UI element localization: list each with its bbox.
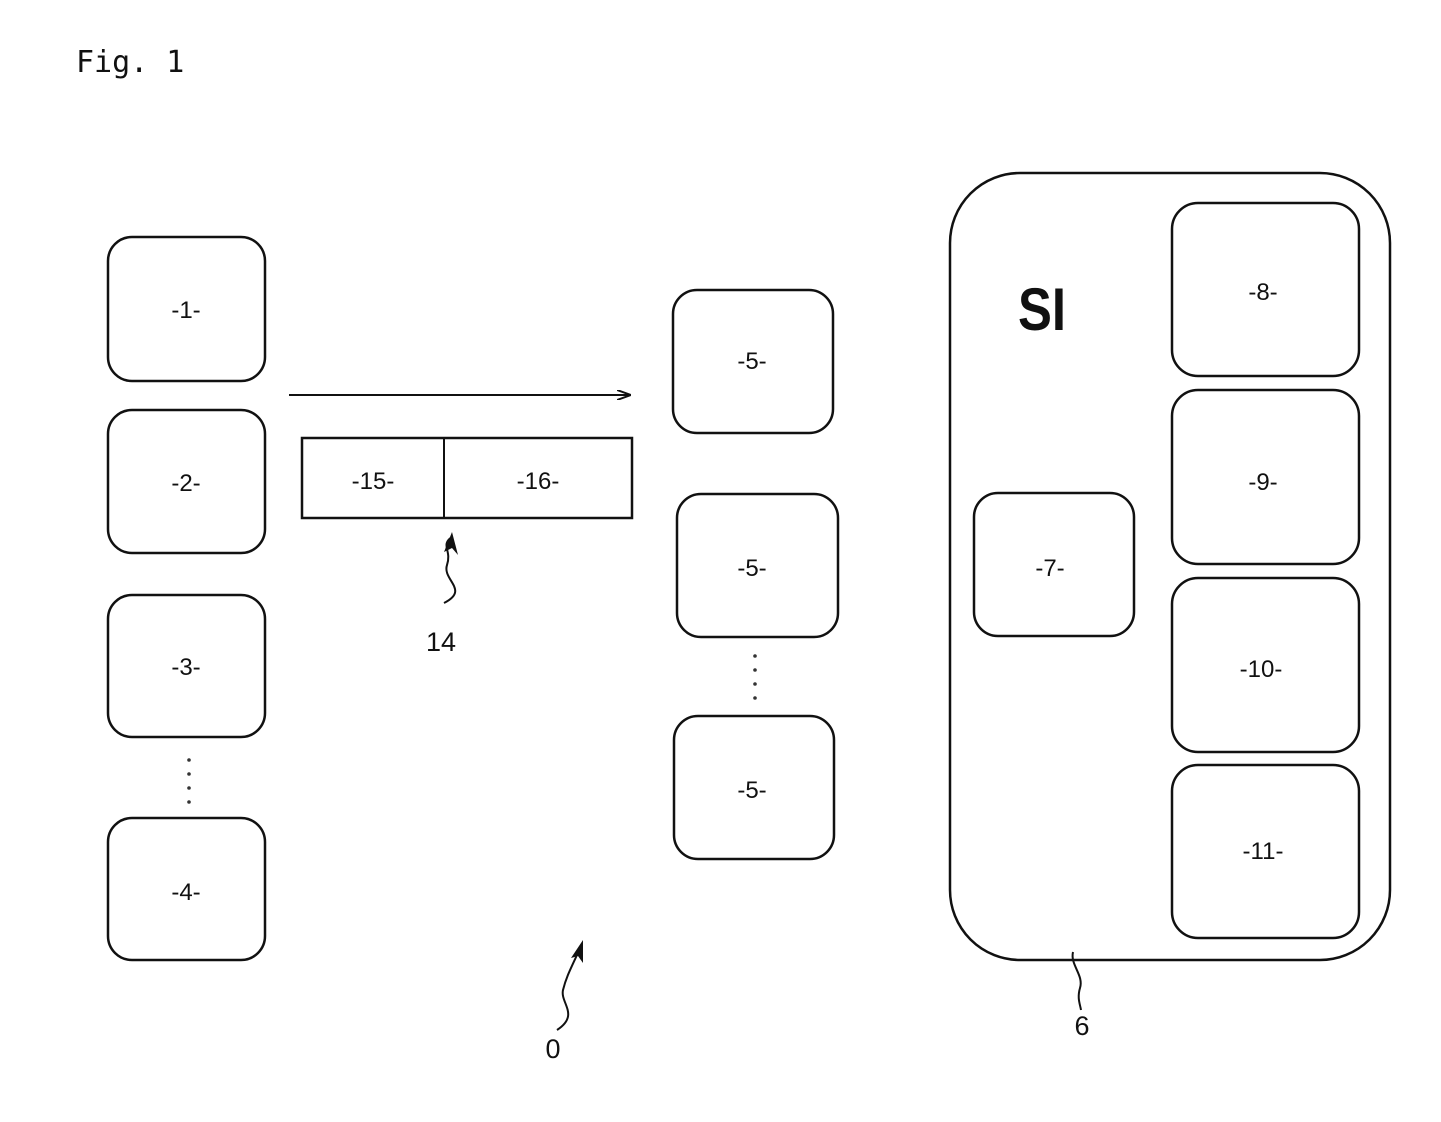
ref-6-label: 6 <box>1074 1011 1089 1041</box>
left-box-3-label: -3- <box>171 654 200 681</box>
middle-ellipsis <box>753 654 757 700</box>
system-box-7: -7- <box>974 493 1134 636</box>
left-box-1-label: -1- <box>171 297 200 324</box>
figure-title: Fig. 1 <box>76 45 184 80</box>
left-box-4-label: -4- <box>171 879 200 906</box>
middle-box-1: -5- <box>673 290 833 433</box>
message-field-15: -15- <box>352 468 395 495</box>
system-box-11: -11- <box>1172 765 1359 938</box>
system-box-10: -10- <box>1172 578 1359 752</box>
ref-0-leader <box>557 955 577 1030</box>
middle-box-3-label: -5- <box>737 777 766 804</box>
system-box-7-label: -7- <box>1035 555 1064 582</box>
message-block: -15- -16- <box>302 438 632 518</box>
middle-box-2: -5- <box>677 494 838 637</box>
message-field-16: -16- <box>517 468 560 495</box>
system-box-8-label: -8- <box>1248 279 1277 306</box>
system-box-10-label: -10- <box>1240 656 1283 683</box>
ref-0-arrowhead <box>571 940 583 963</box>
system-box-9: -9- <box>1172 390 1359 564</box>
system-container: SI -7- -8- -9- -10- -11- <box>950 173 1390 960</box>
system-si-label: SI <box>1018 276 1066 343</box>
left-box-2: -2- <box>108 410 265 553</box>
left-ellipsis <box>187 758 191 804</box>
system-box-11-label: -11- <box>1243 838 1284 865</box>
left-column: -1- -2- -3- -4- <box>108 237 265 960</box>
middle-column: -5- -5- -5- <box>673 290 838 859</box>
system-box-8: -8- <box>1172 203 1359 376</box>
system-box-9-label: -9- <box>1248 469 1277 496</box>
ref-0-label: 0 <box>545 1034 560 1064</box>
left-box-4: -4- <box>108 818 265 960</box>
middle-box-2-label: -5- <box>737 555 766 582</box>
left-box-1: -1- <box>108 237 265 381</box>
left-box-3: -3- <box>108 595 265 737</box>
ref-14-label: 14 <box>426 627 456 657</box>
left-box-2-label: -2- <box>171 470 200 497</box>
middle-box-1-label: -5- <box>737 348 766 375</box>
middle-box-3: -5- <box>674 716 834 859</box>
